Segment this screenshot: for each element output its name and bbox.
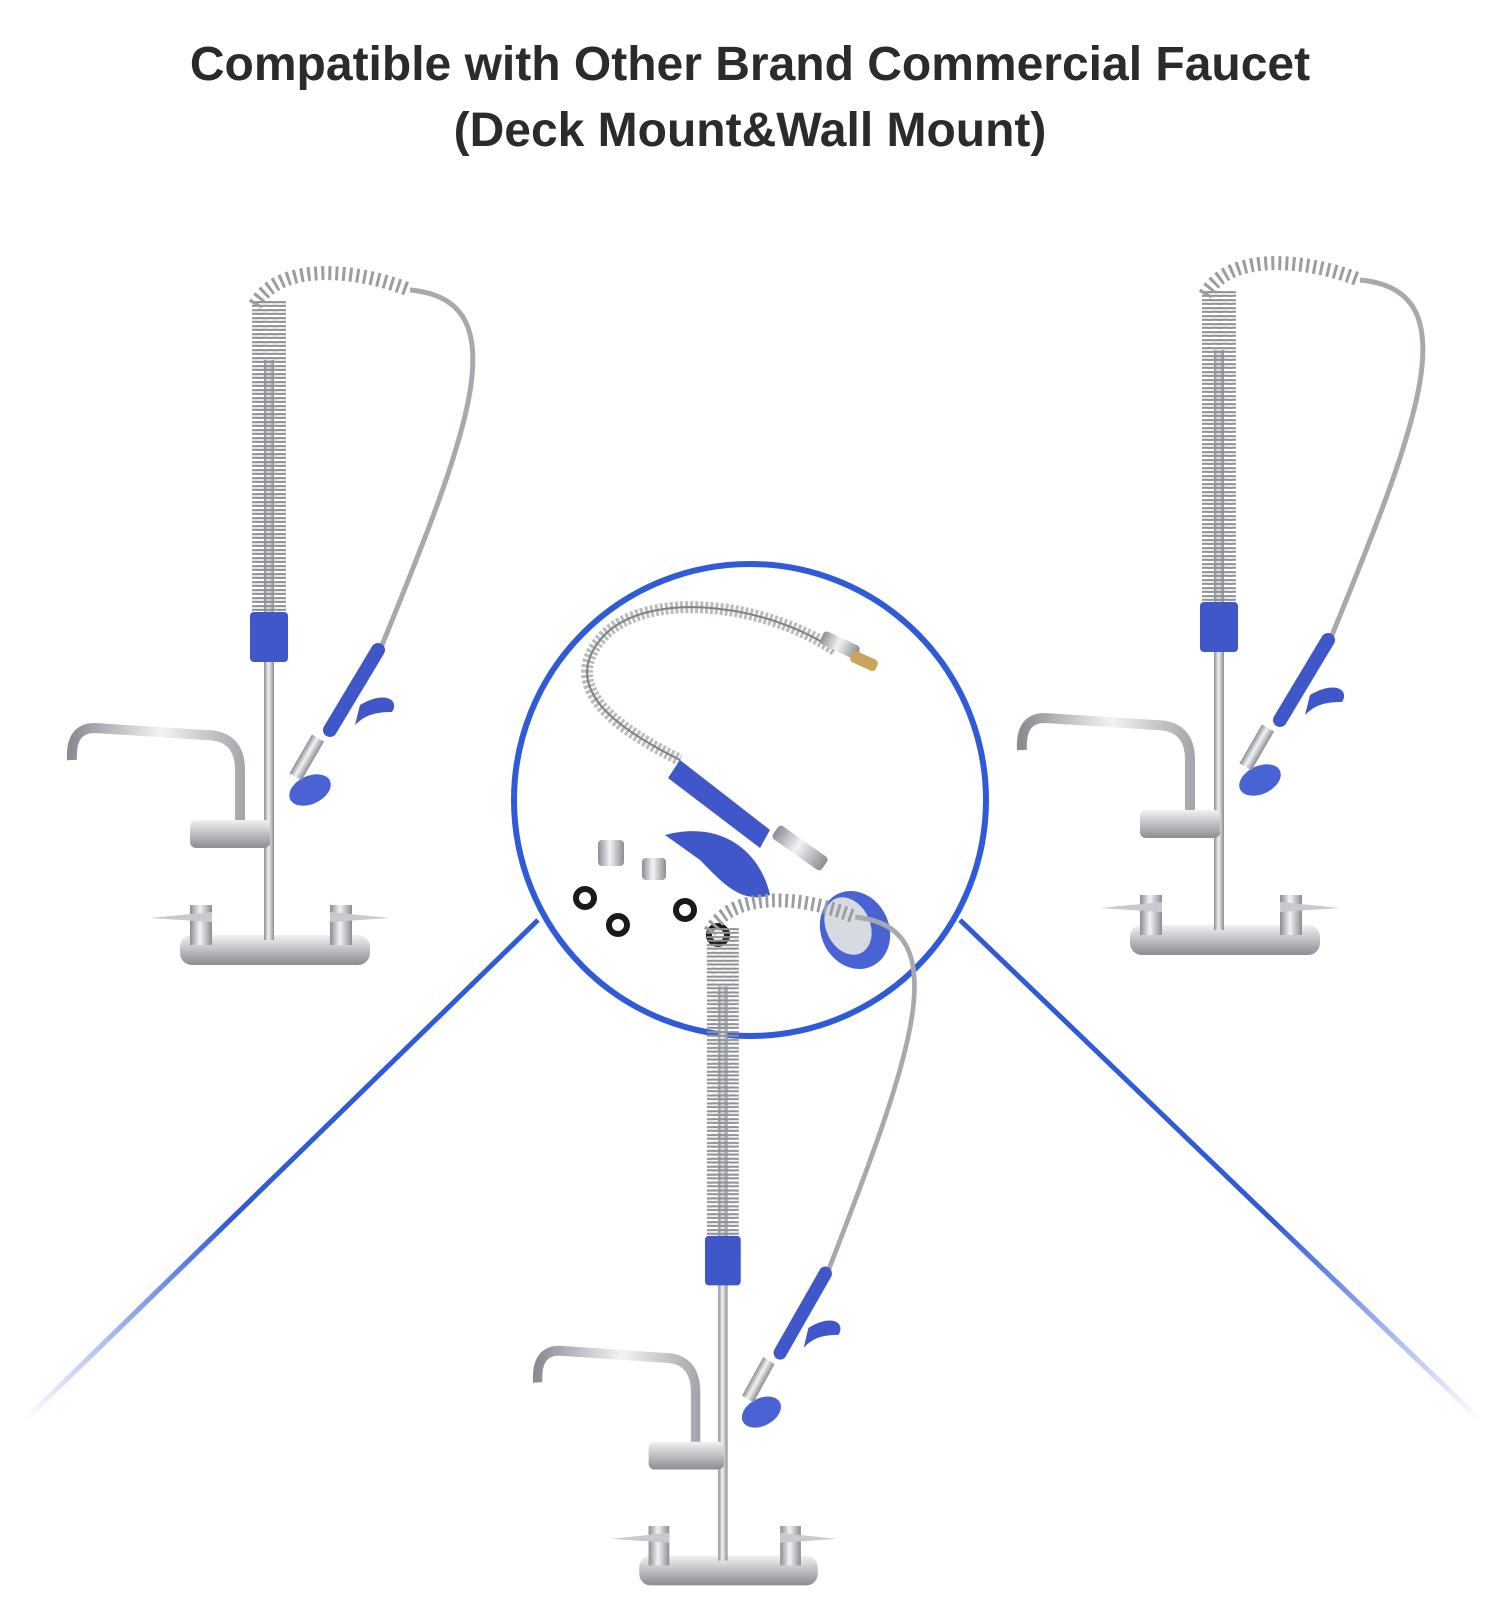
connector-line-left (23, 918, 540, 1422)
hose-kit-circle (511, 561, 989, 1039)
faucet-deck-mount (66, 266, 476, 965)
headline: Compatible with Other Brand Commercial F… (0, 32, 1500, 164)
headline-line-1: Compatible with Other Brand Commercial F… (189, 38, 1311, 91)
faucet-wall-mount-right (1022, 263, 1423, 955)
connector-line-right (958, 918, 1482, 1422)
headline-line-2: (Deck Mount&Wall Mount) (453, 104, 1047, 157)
